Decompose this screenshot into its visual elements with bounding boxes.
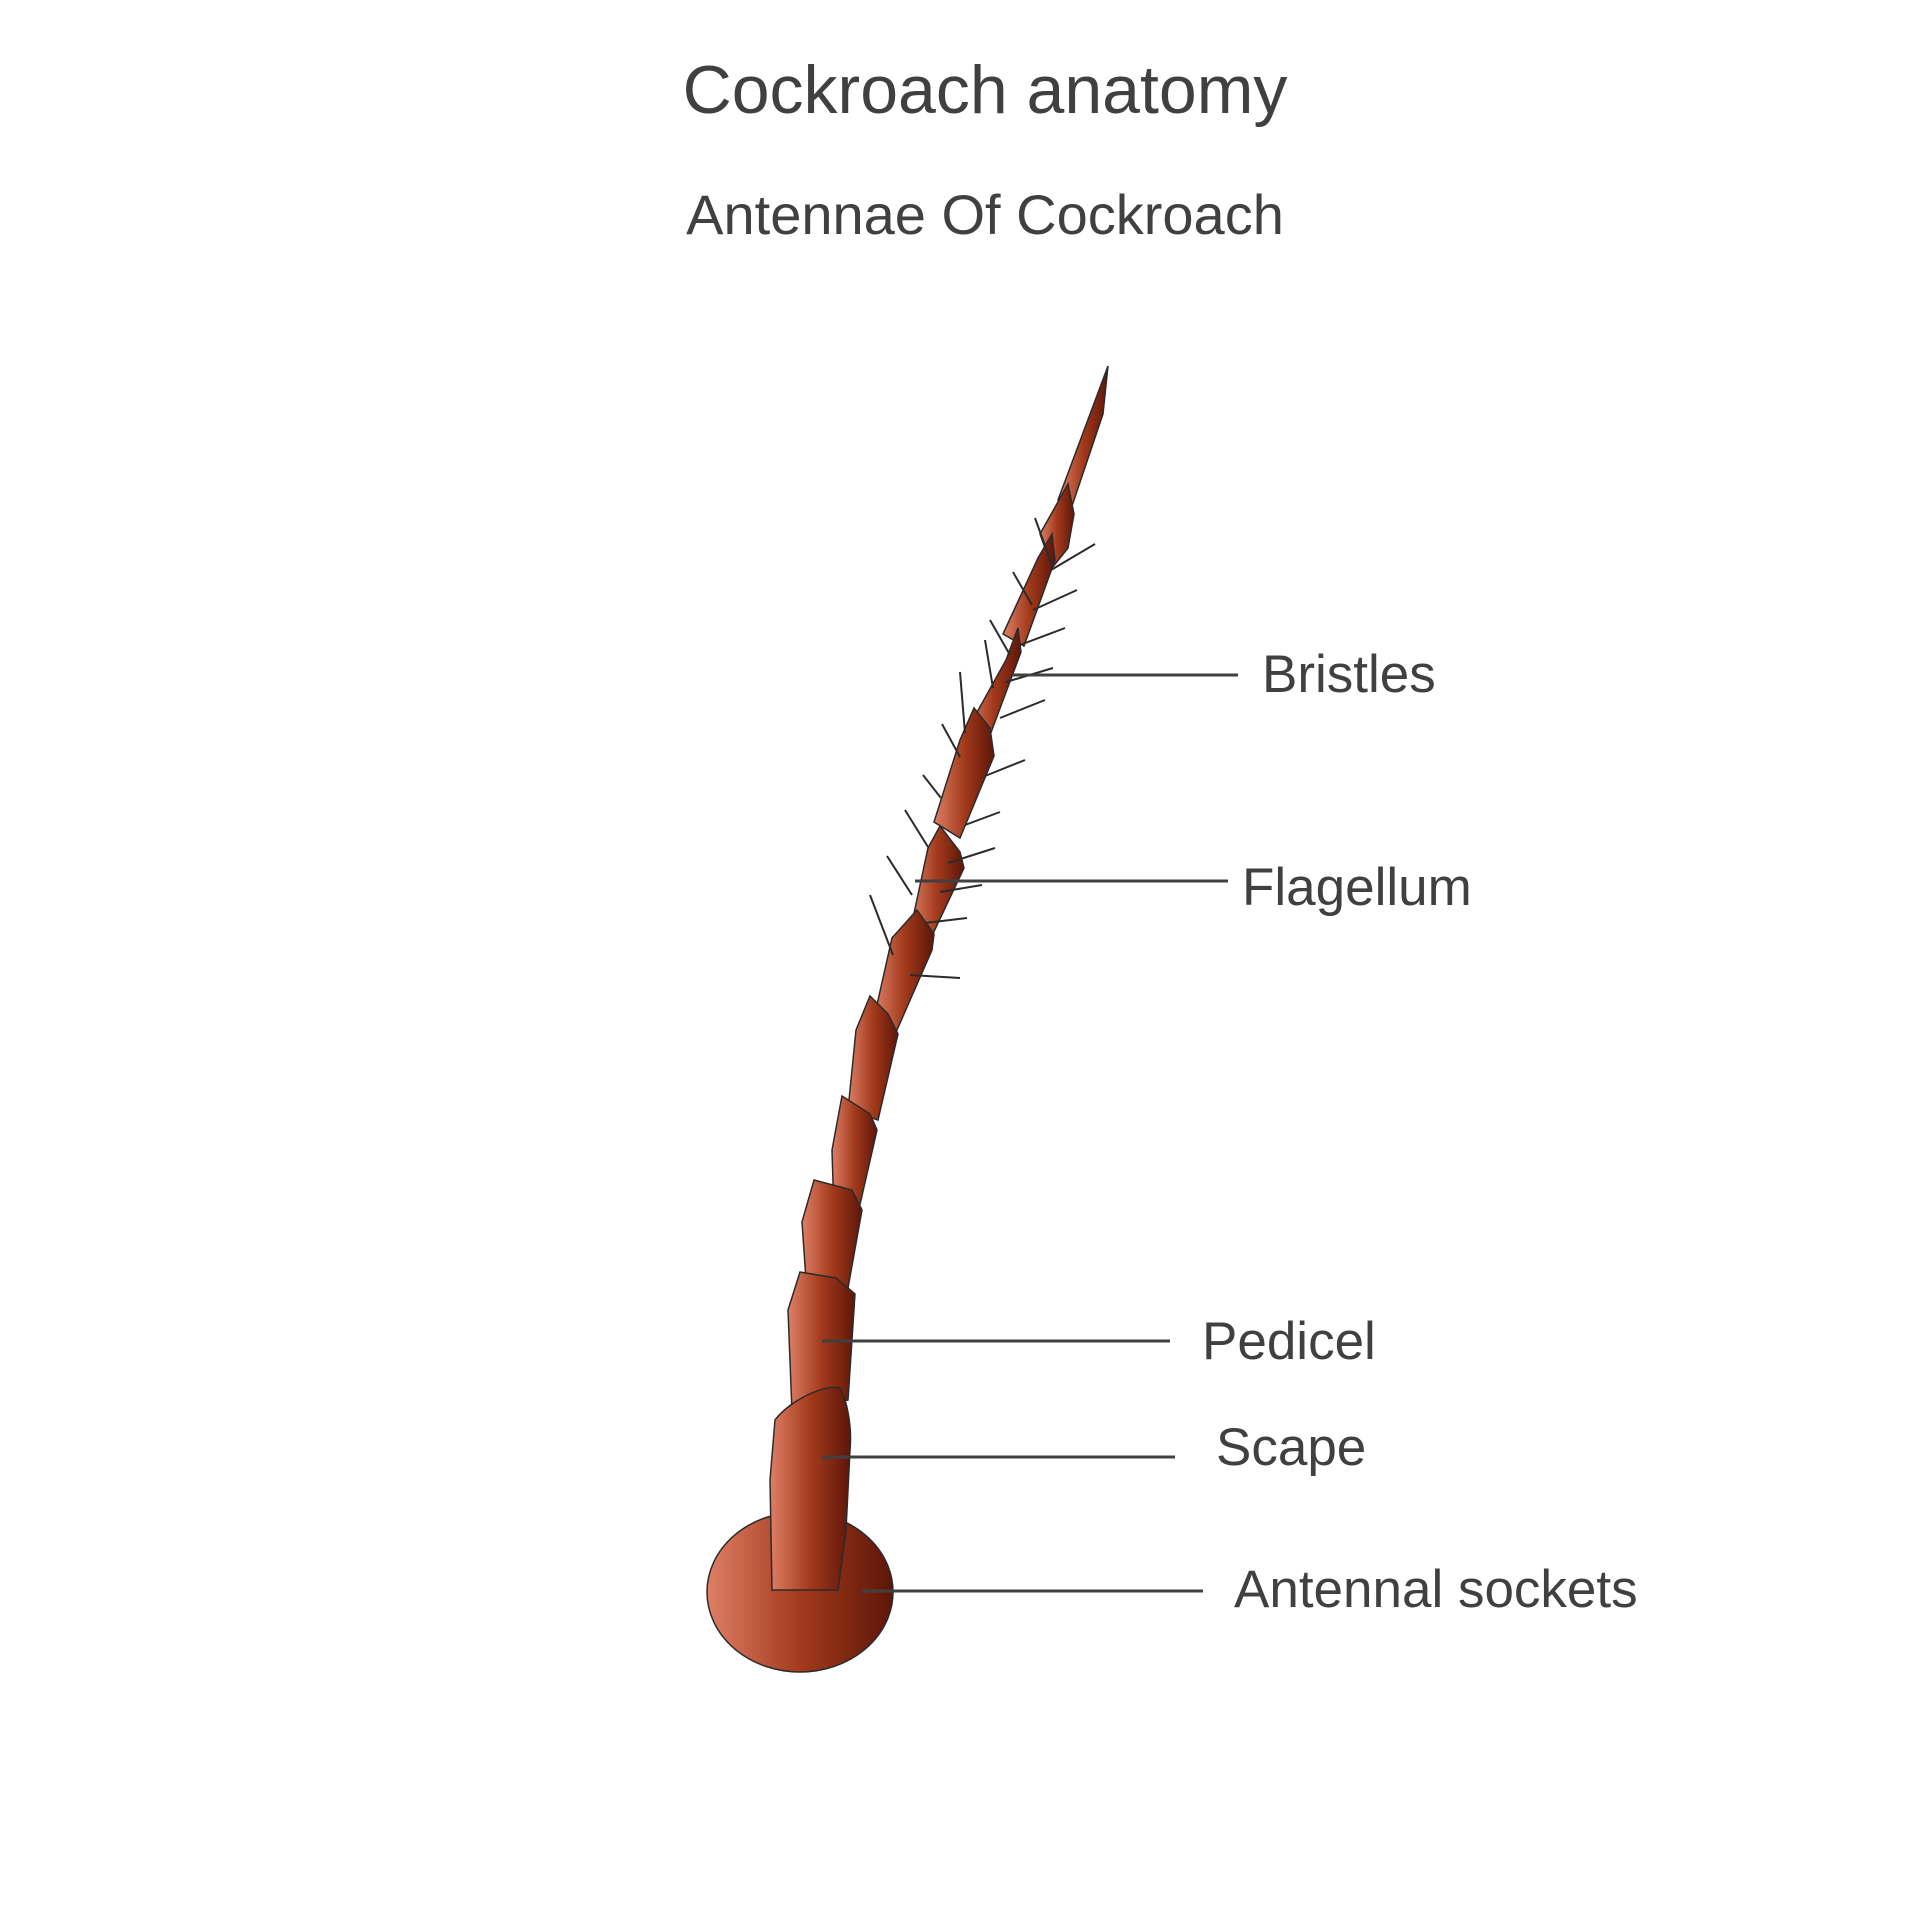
flagellum-tip-segment — [1057, 365, 1109, 508]
label-antennal-sockets: Antennal sockets — [1234, 1560, 1638, 1619]
leader-lines — [822, 673, 1238, 1593]
label-pedicel: Pedicel — [1202, 1312, 1376, 1371]
diagram-title: Cockroach anatomy — [682, 52, 1288, 128]
flagellum-segment — [847, 994, 899, 1121]
bristles-group — [869, 517, 1096, 979]
flagellum-segment — [873, 908, 935, 1032]
flagellum-segment — [801, 1179, 863, 1289]
diagram-subtitle: Antennae Of Cockroach — [686, 183, 1284, 246]
antenna-illustration — [706, 365, 1109, 1673]
label-bristles: Bristles — [1262, 645, 1436, 704]
pedicel-shape — [787, 1271, 856, 1413]
label-flagellum: Flagellum — [1242, 858, 1472, 917]
scape-shape — [769, 1386, 852, 1591]
flagellum-segment — [933, 706, 995, 840]
label-scape: Scape — [1216, 1418, 1367, 1477]
